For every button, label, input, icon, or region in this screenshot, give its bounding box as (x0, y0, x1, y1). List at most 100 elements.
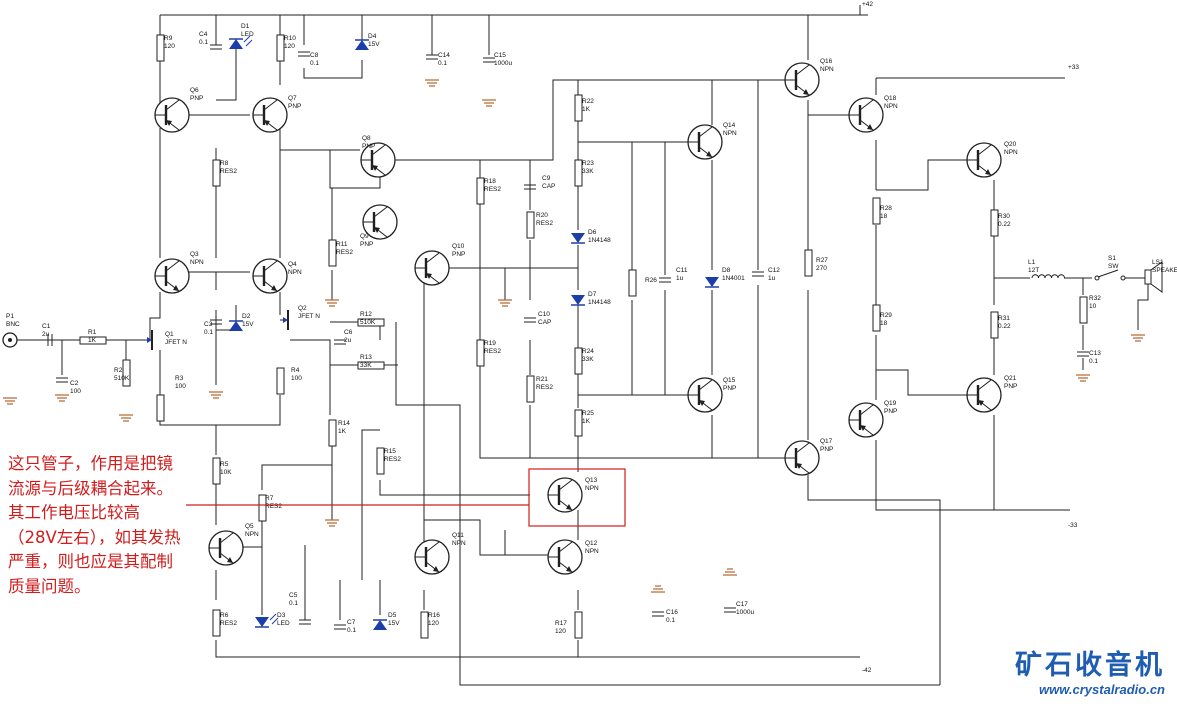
r3-val-label: 100 (175, 383, 186, 390)
c13-capacitor (1077, 351, 1089, 357)
p1-bnc-connector (2, 332, 18, 348)
c3-capacitor (210, 319, 222, 325)
q18-transistor (848, 97, 884, 133)
d5-val-label: 15V (388, 620, 400, 627)
c8-val-label: 0.1 (310, 60, 319, 67)
c11-val-label: 1u (676, 275, 684, 282)
r26-ref-label: R26 (645, 277, 657, 284)
r17-resistor (574, 611, 583, 639)
rail-label-pos-mid: +33 (1068, 64, 1079, 71)
r21-ref-label: R21 (536, 376, 548, 383)
r14-ref-label: R14 (338, 420, 350, 427)
ground-symbol (651, 585, 665, 593)
d7-ref-label: D7 (588, 291, 597, 298)
d5-ref-label: D5 (388, 612, 397, 619)
ground-symbol (119, 414, 133, 422)
r19-resistor (476, 339, 485, 367)
q7-ref-label: Q7 (288, 95, 297, 102)
c15-capacitor (483, 57, 495, 63)
r31-resistor (990, 311, 999, 339)
q16-transistor (784, 62, 820, 98)
r28-val-label: 18 (880, 213, 888, 220)
r11-resistor (328, 239, 337, 267)
r25-val-label: 1K (582, 418, 591, 425)
d3-diode (255, 613, 279, 628)
c7-val-label: 0.1 (347, 627, 356, 634)
q9-val-label: PNP (360, 241, 373, 248)
r5-resistor (212, 457, 221, 485)
q9-transistor (362, 204, 398, 240)
q17-ref-label: Q17 (820, 438, 833, 445)
c4-capacitor (210, 44, 222, 50)
c11-capacitor (659, 277, 671, 283)
q1-val-label: JFET N (165, 339, 187, 346)
q15-ref-label: Q15 (723, 377, 736, 384)
d8-ref-label: D8 (722, 267, 731, 274)
r13-resistor (357, 361, 385, 370)
ground-symbol (1076, 374, 1090, 382)
ground-symbol (498, 299, 512, 307)
site-logo: 矿石收音机 www.crystalradio.cn (1015, 650, 1165, 698)
r4-val-label: 100 (291, 375, 302, 382)
r24-val-label: 33K (582, 356, 594, 363)
d3-val-label: LED (277, 620, 290, 627)
r18-ref-label: R18 (484, 178, 496, 185)
r18-val-label: RES2 (484, 186, 501, 193)
ground-symbol (55, 394, 69, 402)
c5-val-label: 0.1 (289, 600, 298, 607)
q12-transistor (547, 539, 583, 575)
r14-val-label: 1K (338, 428, 347, 435)
r13-val-label: 33K (360, 362, 372, 369)
c16-capacitor (652, 611, 664, 617)
q1-jfet (144, 330, 153, 350)
rail-label-neg-mid: -33 (1068, 522, 1078, 529)
q15-val-label: PNP (723, 385, 736, 392)
d1-diode (229, 35, 253, 49)
r2-val-label: 510K (114, 375, 130, 382)
rail-label-pos-top: +42 (862, 1, 873, 8)
q2-val-label: JFET N (298, 313, 320, 320)
r6-ref-label: R6 (220, 612, 229, 619)
r21-val-label: RES2 (536, 384, 553, 391)
highlight-box (528, 468, 626, 527)
c17-capacitor (724, 607, 736, 613)
r22-val-label: 1K (582, 106, 591, 113)
q20-transistor (966, 142, 1002, 178)
logo-url: www.crystalradio.cn (1039, 682, 1165, 697)
r24-ref-label: R24 (582, 348, 594, 355)
c8-capacitor (298, 51, 310, 57)
c13-ref-label: C13 (1089, 350, 1101, 357)
q17-val-label: PNP (820, 446, 833, 453)
r2-ref-label: R2 (114, 367, 123, 374)
q14-val-label: NPN (723, 130, 737, 137)
q19-transistor (848, 402, 884, 438)
r32-resistor (1079, 296, 1088, 324)
r8-resistor (212, 159, 221, 187)
r15-val-label: RES2 (384, 456, 401, 463)
c10-capacitor (524, 317, 536, 323)
c15-ref-label: C15 (494, 52, 506, 59)
r16-ref-label: R16 (428, 612, 440, 619)
p1-ref-label: P1 (6, 313, 14, 320)
q8-ref-label: Q8 (362, 135, 371, 142)
ground-symbol (3, 397, 17, 405)
r1-resistor (79, 336, 107, 345)
ground-symbol (325, 299, 339, 307)
ground-symbol (482, 99, 496, 107)
r12-val-label: 510K (360, 319, 376, 326)
d7-diode (571, 295, 585, 306)
r10-resistor (276, 34, 285, 62)
q21-transistor (966, 377, 1002, 413)
q6-ref-label: Q6 (190, 87, 199, 94)
q16-val-label: NPN (820, 66, 834, 73)
c9-capacitor (524, 184, 536, 190)
r16-resistor (420, 611, 429, 639)
r11-ref-label: R11 (336, 241, 348, 248)
q13-transistor (547, 477, 583, 513)
c10-val-label: CAP (538, 319, 551, 326)
r29-resistor (872, 304, 881, 332)
logo-name: 矿石收音机 (1015, 650, 1165, 681)
c11-ref-label: C11 (676, 267, 688, 274)
r31-ref-label: R31 (998, 315, 1010, 322)
r17-val-label: 120 (555, 628, 566, 635)
